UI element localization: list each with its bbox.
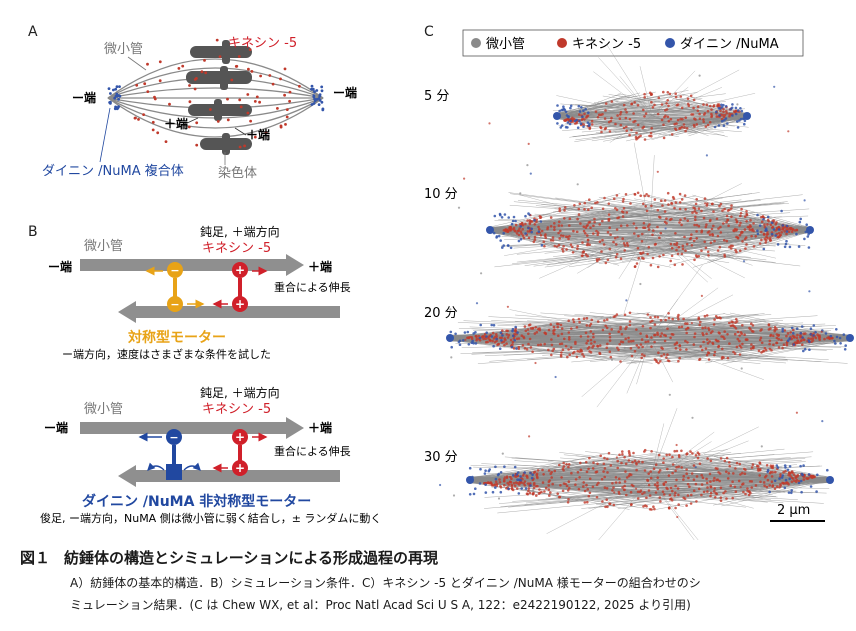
svg-text:+: + <box>235 430 245 444</box>
b1-microtubule-upper <box>80 254 304 276</box>
svg-text:−: − <box>170 264 179 277</box>
label-plus-end-1: ＋端 <box>164 116 188 131</box>
label-microtubule: 微小管 <box>104 42 143 57</box>
b2-motor-desc: 俊足, ー端方向，NuMA 側は微小管に弱く結合し，± ランダムに動く <box>40 511 381 525</box>
b2-minus-end: ー端 <box>44 420 68 435</box>
label-minus-end-right: ー端 <box>333 85 357 100</box>
panel-b-label: B <box>28 224 38 240</box>
svg-text:−: − <box>169 431 178 444</box>
caption-line-2: ミュレーション結果．(C は Chew WX, et al：Proc Natl … <box>70 598 691 612</box>
time-5min: 5 分 <box>424 89 449 104</box>
legend: 微小管 キネシン -5 ダイニン /NuMA <box>462 29 804 57</box>
kinesin-dots <box>133 38 301 149</box>
b1-motor-desc: ー端方向，速度はさまざまな条件を試した <box>62 347 271 361</box>
label-chromosome: 染色体 <box>218 165 257 181</box>
time-20min: 20 分 <box>424 306 458 321</box>
b1-kinesin-motor: + + <box>212 262 268 312</box>
b1-kinesin-note: 鈍足, ＋端方向 <box>200 224 280 239</box>
b1-microtubule-lower <box>118 301 340 323</box>
figure: A 微小管 キネシン -5 ー端 ー端 ＋端 ＋端 ダイニン /NuMA 複合体… <box>28 24 854 540</box>
simulation-snapshots <box>439 44 854 540</box>
chromosomes <box>186 40 252 155</box>
legend-microtubule: 微小管 <box>486 37 525 52</box>
b1-motor-title: 対称型モーター <box>127 329 226 346</box>
b1-overlap-label: 重合による伸長 <box>274 280 351 294</box>
b2-kinesin-label: キネシン -5 <box>202 402 271 417</box>
panel-c-label: C <box>424 24 434 40</box>
legend-dynein: ダイニン /NuMA <box>680 37 779 52</box>
b1-plus-end: ＋端 <box>308 259 332 274</box>
b2-microtubule-upper <box>80 417 304 439</box>
panel-a-label: A <box>28 24 38 40</box>
b2-motor-title: ダイニン /NuMA 非対称型モーター <box>82 493 311 510</box>
svg-text:+: + <box>235 263 245 277</box>
svg-text:−: − <box>170 298 179 311</box>
caption-title-text: 紡錘体の構造とシミュレーションによる形成過程の再現 <box>64 549 438 567</box>
b1-kinesin-label: キネシン -5 <box>202 241 271 256</box>
b2-dynein-motor: − <box>138 429 201 480</box>
b1-minus-end: ー端 <box>48 259 72 274</box>
b2-microtubule-lower <box>118 465 340 487</box>
legend-kinesin: キネシン -5 <box>572 37 641 52</box>
svg-text:+: + <box>235 461 245 475</box>
label-kinesin: キネシン -5 <box>228 36 297 51</box>
b2-microtubule-label: 微小管 <box>84 402 123 417</box>
b2-overlap-label: 重合による伸長 <box>274 444 351 458</box>
spindle-diagram <box>107 58 324 138</box>
b1-symmetric-motor: − − <box>145 262 205 312</box>
svg-text:+: + <box>235 297 245 311</box>
dynein-dots <box>107 84 325 112</box>
label-minus-end-left: ー端 <box>72 90 96 105</box>
time-10min: 10 分 <box>424 187 458 202</box>
caption-line-1: A）紡錘体の基本的構造．B）シミュレーション条件．C）キネシン -5 とダイニン… <box>70 576 701 590</box>
b2-plus-end: ＋端 <box>308 420 332 435</box>
label-plus-end-2: ＋端 <box>246 127 270 142</box>
caption-title: 図１ 紡錘体の構造とシミュレーションによる形成過程の再現 <box>20 547 438 568</box>
label-dynein-complex: ダイニン /NuMA 複合体 <box>42 163 184 179</box>
figure-number: 図１ <box>20 549 51 567</box>
b1-microtubule-label: 微小管 <box>84 239 123 254</box>
b2-kinesin-motor: + + <box>212 429 268 476</box>
time-30min: 30 分 <box>424 450 458 465</box>
b2-kinesin-note: 鈍足, ＋端方向 <box>200 385 280 400</box>
scale-label: 2 μm <box>777 503 810 518</box>
